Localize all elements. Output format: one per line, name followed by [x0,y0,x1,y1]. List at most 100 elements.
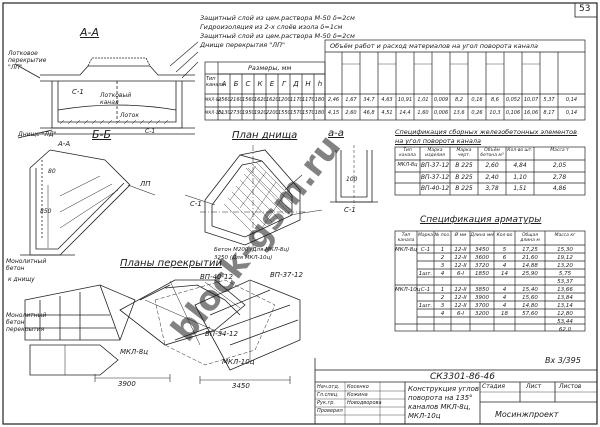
dim-col-e: Е [269,80,275,88]
spec-rebar-cell [395,294,417,302]
spec-rebar-cell: 12-II [454,263,467,269]
spec-rebar-cell [451,326,470,334]
spec-elements-row-3: ВП-40-12 В 225 3,78 1,51 4,86 [395,185,585,192]
spec-rebar-cell: 19,12 [557,255,573,261]
spec-rebar-cell [395,262,417,270]
works-cell: 0,009 [433,97,449,103]
plans-floor-label-bottom: к днищу [8,276,35,283]
spec-rebar-cell [494,318,515,326]
spec-rebar-row: 53,37 [395,278,585,286]
spec-rebar-cell: 13,14 [557,303,573,309]
spec-rebar-cell [434,326,451,334]
section-aa-leaders [169,41,199,79]
spec-rebar-cell: 5 [502,247,507,253]
spec-rebar-cell: 6 [502,255,507,261]
spec-rebar-cell [434,318,451,326]
spec-el-vol: 3,78 [485,185,499,192]
dim-table-row-2: МКЛ-10ц 3130 2730 1950 1920 2200 1550 15… [205,110,325,120]
works-cell: 14,4 [399,110,411,116]
spec-rebar-cell: 3700 [475,303,489,309]
spec-rebar-cell: 1850 [475,271,489,277]
plan-bottom-label-concrete: Бетон M200 (Для МКЛ-8ц) [214,247,290,253]
spec-rb-h: Длина мм [470,233,494,238]
spec-el-mass: 4,86 [552,185,567,192]
plan-bottom-drawing [200,145,305,250]
sheet-number-box [574,2,598,18]
spec-rebar-cell: 3 [440,303,445,309]
title-block-role-3: Рук.гр. [317,400,335,406]
spec-rebar-cell: 4 [502,303,507,309]
sheet-number: 53 [579,4,591,14]
dim-row-type: МКЛ-8ц [205,97,222,102]
title-block-name: Конструкция углов поворота на 135° канал… [408,385,480,420]
spec-el-type [395,185,420,192]
dim-cell: 1620 [254,97,267,103]
spec-el-vol: 2,40 [485,174,499,181]
dim-table-type-header: Тип канала [206,76,225,88]
spec-rebar-cell: 12-II [454,287,467,293]
dim-cell: 1950 [242,110,255,116]
dim-cell: 180 [314,97,325,103]
spec-rebar-cell [470,326,494,334]
spec-rebar-cell [395,326,417,334]
section-aa-c1-label: С-1 [72,88,84,96]
spec-rebar-cell [434,278,451,286]
section-aa-tray-label: Лоток [120,112,139,119]
dim-cell: 1170 [302,97,315,103]
dim-cell: 1570 [290,110,303,116]
section-aa-note-2: Гидроизоляция из 2-х слоёв изола δ=1см [200,23,343,31]
plans-floor-title: Планы перекрытий [120,258,222,269]
spec-rebar-cell: 12-II [454,255,467,261]
dim-cell: 2160 [230,97,243,103]
spec-el-mass: 2,05 [552,162,567,169]
spec-rebar-cell: МКЛ-10ц [395,287,421,293]
dim-cell: 2200 [266,110,279,116]
spec-rebar-cell: 3 [440,263,445,269]
dim-col-g: Г [282,80,286,88]
spec-el-h-mass: Масса т [550,148,569,153]
spec-rebar-cell: 4 [440,271,445,277]
spec-el-h-mark: Марка изделия [425,148,445,158]
spec-el-type [395,174,420,181]
spec-rebar-cell [470,318,494,326]
spec-rebar-cell: 6-I [456,271,465,277]
dim-table-row-1: МКЛ-8ц 2560 2160 1560 1620 1620 1200 117… [205,97,325,107]
spec-rebar-cell: 62,0 [558,327,572,333]
spec-rebar-cell: 4 [502,287,507,293]
plans-floor-label-vp34: ВП-34-12 [205,330,238,338]
plans-floor-label-mkl8: МКЛ-8ц [120,348,149,356]
works-cell: 1,01 [417,97,429,103]
dim-col-d: Д [293,80,299,88]
title-block-role-4: Проверил [317,408,343,414]
spec-el-h-qty: Кол-во шт. [507,148,533,153]
works-cell: 34,7 [363,97,375,103]
plans-floor-dimlines [94,374,291,384]
plans-floor-dim-3450: 3450 [232,382,250,390]
spec-rebar-cell [395,310,417,318]
spec-rebar-cell: 25,90 [522,271,538,277]
plan-bottom-label-dim: 3250 (Для МКЛ-10ц) [214,255,273,261]
spec-rebar-cell: 3720 [475,263,489,269]
spec-rebar-row: 62,0 [395,326,585,334]
plan-bottom-title: План днища [232,130,298,141]
spec-elements-grid [394,146,586,196]
dim-col-b: Б [233,80,239,88]
dim-cell: 1170 [290,97,303,103]
plan-bottom-leaders [184,174,323,216]
spec-rebar-cell: 12-II [454,247,467,253]
works-cell: 46,8 [363,110,375,116]
spec-rebar-cell [470,278,494,286]
works-table-row-1: 2,46 1,67 34,7 4,63 10,91 1,01 0,009 8,2… [325,97,585,103]
works-cell: 10,91 [397,97,413,103]
spec-rebar-cell: 2 [440,255,445,261]
dim-table-col-headers: А Б С К Е Г Д Н h [218,80,326,92]
section-aa-title: А-А [80,26,100,39]
works-cell: 0,14 [565,97,578,103]
spec-rb-h: Кол-во [496,233,513,238]
spec-rebar-cell: 15,40 [522,287,538,293]
title-block-grid [314,358,598,425]
section-aa-drawing [14,57,195,139]
